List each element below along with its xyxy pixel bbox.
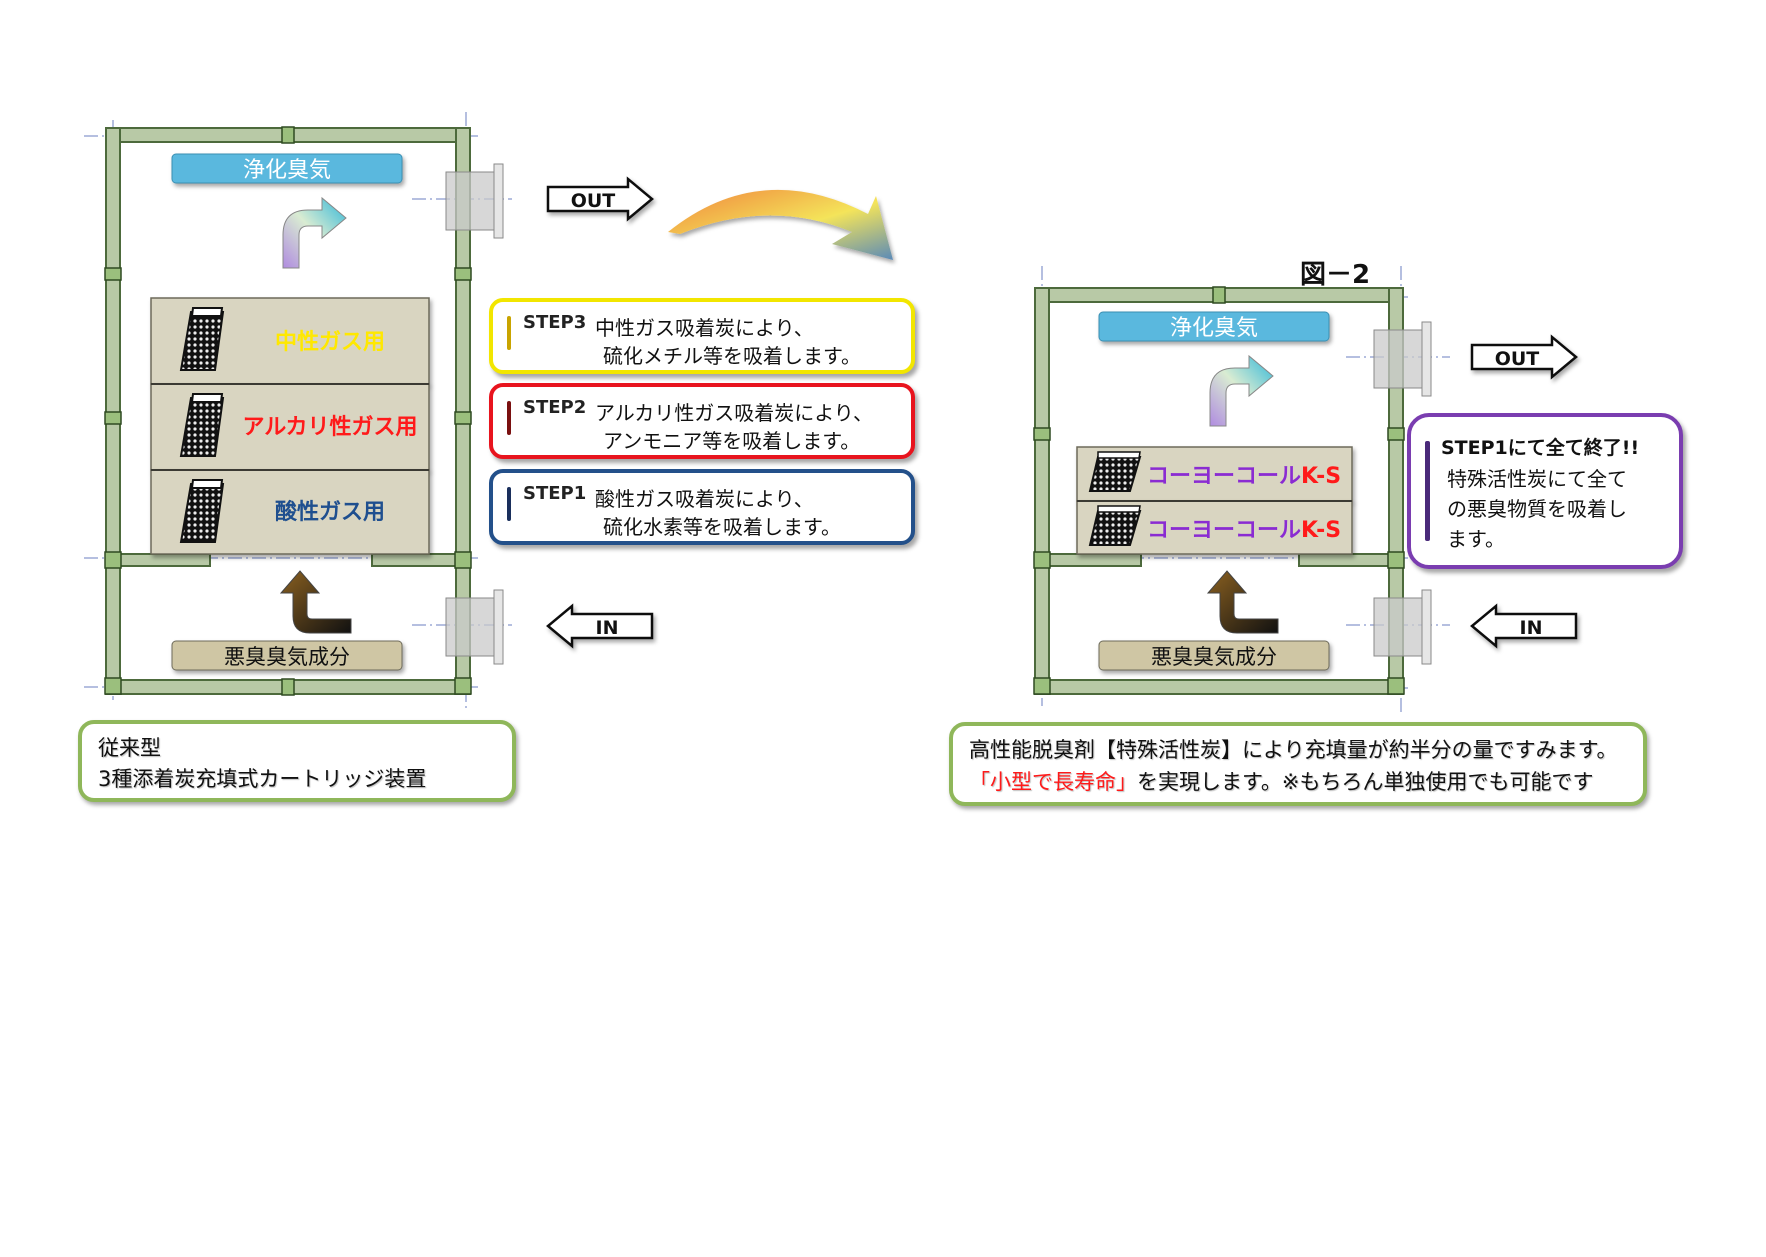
step-final-line2: の悪臭物質を吸着し — [1447, 497, 1627, 521]
left-in-label: IN — [596, 617, 619, 639]
right-up-arrow — [1209, 354, 1274, 427]
right-in-curve-arrow — [1206, 570, 1279, 634]
activated-carbon-icon — [179, 307, 225, 371]
cartridge-label-acid: 酸性ガス用 — [275, 500, 385, 525]
right-cartridge-stack: コーヨーコールK-S コーヨーコールK-S — [1076, 446, 1353, 555]
right-in-label: IN — [1520, 617, 1543, 639]
step3-line1: 中性ガス吸着炭により、 — [595, 316, 814, 340]
step-final-box: STEP1にて全て終了!! 特殊活性炭にて全て の悪臭物質を吸着し ます。 — [1407, 413, 1683, 569]
right-out-arrow — [1470, 334, 1578, 380]
step2-tag: STEP2 — [523, 397, 587, 418]
left-bottom-label: 悪臭臭気成分 — [224, 645, 350, 669]
activated-carbon-icon — [1088, 505, 1142, 546]
caption-right: 高性能脱臭剤【特殊活性炭】により充填量が約半分の量ですみます。 「小型で長寿命」… — [949, 722, 1647, 806]
caption-left-line2: 3種添着炭充填式カートリッジ装置 — [98, 767, 427, 791]
cartridge-label-neutral: 中性ガス用 — [275, 330, 385, 355]
left-in-port — [445, 589, 504, 665]
step3-tag: STEP3 — [523, 312, 587, 333]
activated-carbon-icon — [179, 479, 225, 543]
step2-box: STEP2 アルカリ性ガス吸着炭により、 アンモニア等を吸着します。 — [489, 383, 915, 459]
left-top-label-bg — [171, 153, 403, 184]
caption-left: 従来型 3種添着炭充填式カートリッジ装置 — [78, 720, 516, 802]
step2-line1: アルカリ性ガス吸着炭により、 — [595, 401, 873, 425]
caption-right-line1: 高性能脱臭剤【特殊活性炭】により充填量が約半分の量ですみます。 — [969, 738, 1618, 762]
left-cartridge-stack: 中性ガス用 アルカリ性ガス用 酸性ガス用 — [150, 297, 430, 555]
cartridge-label-alkaline: アルカリ性ガス用 — [242, 415, 417, 440]
step1-bar — [507, 487, 511, 521]
left-unit: 浄化臭気 中性ガス用 アルカリ性ガス用 — [84, 112, 654, 712]
step-final-line1: 特殊活性炭にて全て — [1447, 467, 1627, 491]
caption-left-line1: 従来型 — [98, 736, 161, 760]
ks-suffix: K-S — [1301, 464, 1341, 489]
right-out-label: OUT — [1495, 348, 1540, 370]
activated-carbon-icon — [1088, 451, 1142, 492]
right-in-port — [1373, 589, 1432, 665]
left-bottom-label-bg — [171, 640, 403, 671]
left-out-port — [445, 163, 504, 239]
caption-right-rest: を実現します。※もちろん単独使用でも可能です — [1137, 770, 1594, 794]
right-top-label-bg — [1098, 311, 1330, 342]
right-out-port — [1373, 321, 1432, 397]
step3-line2: 硫化メチル等を吸着します。 — [603, 344, 861, 368]
left-up-arrow — [282, 196, 347, 269]
step-final-bar — [1425, 441, 1430, 541]
left-in-curve-arrow — [279, 570, 352, 634]
left-out-label: OUT — [571, 190, 616, 212]
step2-line2: アンモニア等を吸着します。 — [603, 429, 861, 453]
ks-suffix: K-S — [1301, 518, 1341, 543]
right-bottom-label-bg — [1098, 640, 1330, 671]
step-final-title-tag: STEP1 — [1441, 437, 1508, 459]
step1-tag: STEP1 — [523, 483, 587, 504]
left-out-arrow — [546, 176, 654, 222]
step-final-line3: ます。 — [1447, 527, 1505, 551]
right-in-arrow — [1470, 603, 1578, 649]
ks-prefix: コーヨーコール — [1147, 518, 1301, 543]
figure-label: 図－2 — [1300, 260, 1370, 290]
right-cartridge-label-1: コーヨーコールK-S — [1147, 464, 1341, 489]
activated-carbon-icon — [179, 393, 225, 457]
caption-right-highlight: 「小型で長寿命」 — [969, 770, 1137, 794]
step1-line1: 酸性ガス吸着炭により、 — [595, 487, 814, 511]
step-final-title-rest: にて全て終了!! — [1507, 437, 1640, 459]
caption-right-line2: 「小型で長寿命」を実現します。※もちろん単独使用でも可能です — [969, 766, 1594, 796]
step3-bar — [507, 316, 511, 350]
left-frame-joints — [104, 126, 472, 696]
left-in-arrow — [546, 603, 654, 649]
step1-line2: 硫化水素等を吸着します。 — [603, 515, 841, 539]
right-bottom-label: 悪臭臭気成分 — [1151, 645, 1277, 669]
right-unit: 浄化臭気 コーヨーコールK-S コーヨーコールK-S 悪臭臭気成分 — [1033, 266, 1578, 712]
ks-prefix: コーヨーコール — [1147, 464, 1301, 489]
left-top-label: 浄化臭気 — [243, 158, 331, 183]
step1-box: STEP1 酸性ガス吸着炭により、 硫化水素等を吸着します。 — [489, 469, 915, 545]
step2-bar — [507, 401, 511, 435]
step3-box: STEP3 中性ガス吸着炭により、 硫化メチル等を吸着します。 — [489, 298, 915, 374]
right-cartridge-label-2: コーヨーコールK-S — [1147, 518, 1341, 543]
step-final-title: STEP1にて全て終了!! — [1441, 433, 1639, 460]
right-top-label: 浄化臭気 — [1170, 316, 1258, 341]
transition-arrow — [668, 189, 893, 260]
right-frame-joints — [1033, 286, 1405, 695]
